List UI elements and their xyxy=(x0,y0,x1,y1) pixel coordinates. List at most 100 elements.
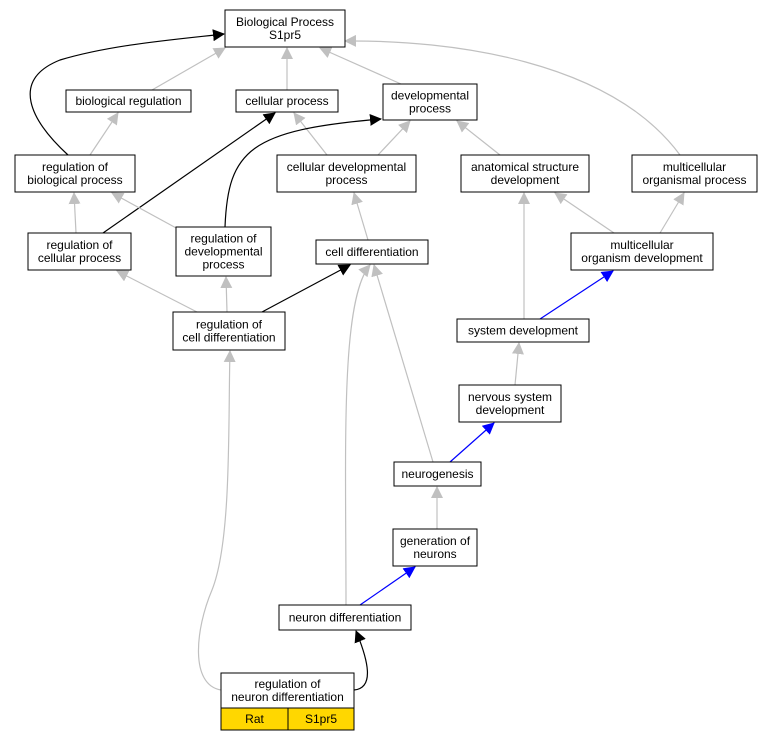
node-label-line: anatomical structure xyxy=(471,160,579,174)
edge-line xyxy=(224,113,382,228)
edge-multiproc-to-bp xyxy=(344,34,681,156)
node-box xyxy=(460,154,590,193)
node-box xyxy=(631,154,758,193)
edges xyxy=(29,29,685,691)
edge-line xyxy=(68,192,81,234)
tag-label: Rat xyxy=(245,712,264,726)
edge-line xyxy=(659,192,685,234)
node-neurogen[interactable]: neurogenesis xyxy=(393,461,482,487)
node-label-line: regulation of xyxy=(42,160,109,174)
edge-celldiff-to-celldevproc xyxy=(351,192,369,241)
node-label-line: neuron differentiation xyxy=(289,611,402,625)
tag-label: S1pr5 xyxy=(305,712,337,726)
edge-multidev-to-anatdev xyxy=(554,192,615,234)
node-label-line: process xyxy=(325,173,367,187)
edge-neurdiff-to-celldiff xyxy=(344,264,371,606)
node-box xyxy=(276,154,417,193)
edge-celldevproc-to-cellproc xyxy=(293,112,328,156)
edge-regcelldiff-to-regdev xyxy=(220,276,233,313)
node-celldiff[interactable]: cell differentiation xyxy=(315,239,429,265)
node-label-line: cellular process xyxy=(245,94,328,108)
node-label-line: neuron differentiation xyxy=(231,690,344,704)
tag-s1pr5: S1pr5 xyxy=(287,707,355,731)
edge-line xyxy=(89,112,119,156)
node-box xyxy=(392,528,478,567)
node-label-line: Biological Process xyxy=(236,15,334,29)
edge-line xyxy=(351,192,369,241)
edge-regcell-to-regbio xyxy=(68,192,81,234)
edge-line xyxy=(116,270,198,313)
edge-regneurdiff-to-neurdiff xyxy=(353,630,368,691)
node-neurdiff[interactable]: neuron differentiation xyxy=(278,604,412,631)
node-label-line: cell differentiation xyxy=(325,245,418,259)
edge-line xyxy=(220,276,233,313)
edge-line xyxy=(359,566,416,606)
edge-line xyxy=(377,120,411,156)
edge-nsdev-to-sysdev xyxy=(511,342,524,386)
node-label-line: system development xyxy=(468,324,579,338)
edge-line xyxy=(197,350,236,691)
edge-sysdev-to-multidev xyxy=(539,270,614,320)
node-label-line: development xyxy=(476,403,545,417)
node-box xyxy=(220,672,355,709)
node-box xyxy=(224,9,346,48)
edge-line xyxy=(319,46,402,85)
node-box xyxy=(393,461,482,487)
node-label-line: biological process xyxy=(27,173,122,187)
edge-devproc-to-bp xyxy=(319,46,402,85)
node-label-line: organism development xyxy=(581,251,703,265)
node-label-line: regulation of xyxy=(190,232,257,246)
node-box xyxy=(458,384,562,423)
node-label-line: S1pr5 xyxy=(269,28,301,42)
node-box xyxy=(235,89,339,113)
edge-line xyxy=(261,264,351,313)
edge-line xyxy=(111,192,179,230)
edge-breg-to-bp xyxy=(151,47,226,91)
edge-line xyxy=(353,630,368,691)
node-cellproc[interactable]: cellular process xyxy=(235,89,339,113)
edge-neurogen-to-celldiff xyxy=(371,264,434,463)
node-label-line: developmental xyxy=(391,89,469,103)
edge-line xyxy=(293,112,328,156)
edge-regcelldiff-to-celldiff xyxy=(261,264,351,313)
node-box xyxy=(570,232,714,271)
edge-anatdev-to-devproc xyxy=(456,120,501,156)
node-label-line: multicellular xyxy=(663,160,726,174)
edge-multidev-to-multiproc xyxy=(659,192,685,234)
node-label-line: cell differentiation xyxy=(182,331,275,345)
edge-line xyxy=(344,34,681,156)
node-box xyxy=(172,311,286,351)
node-box xyxy=(65,89,192,113)
edge-regcell-to-cellproc xyxy=(102,112,276,234)
node-label-line: biological regulation xyxy=(75,94,181,108)
node-label-line: generation of xyxy=(400,534,471,548)
edge-line xyxy=(344,264,371,606)
node-label-line: organismal process xyxy=(642,173,746,187)
node-sysdev[interactable]: system development xyxy=(456,318,590,343)
node-box xyxy=(27,232,132,271)
edge-line xyxy=(151,47,226,91)
edge-regbio-to-breg xyxy=(89,112,119,156)
node-label-line: multicellular xyxy=(610,238,673,252)
edge-line xyxy=(102,112,276,234)
node-breg[interactable]: biological regulation xyxy=(65,89,192,113)
node-label-line: process xyxy=(202,258,244,272)
node-label-line: neurogenesis xyxy=(401,467,473,481)
edge-regcelldiff-to-regcell xyxy=(116,270,198,313)
edge-neurogen-to-nsdev xyxy=(449,422,495,463)
